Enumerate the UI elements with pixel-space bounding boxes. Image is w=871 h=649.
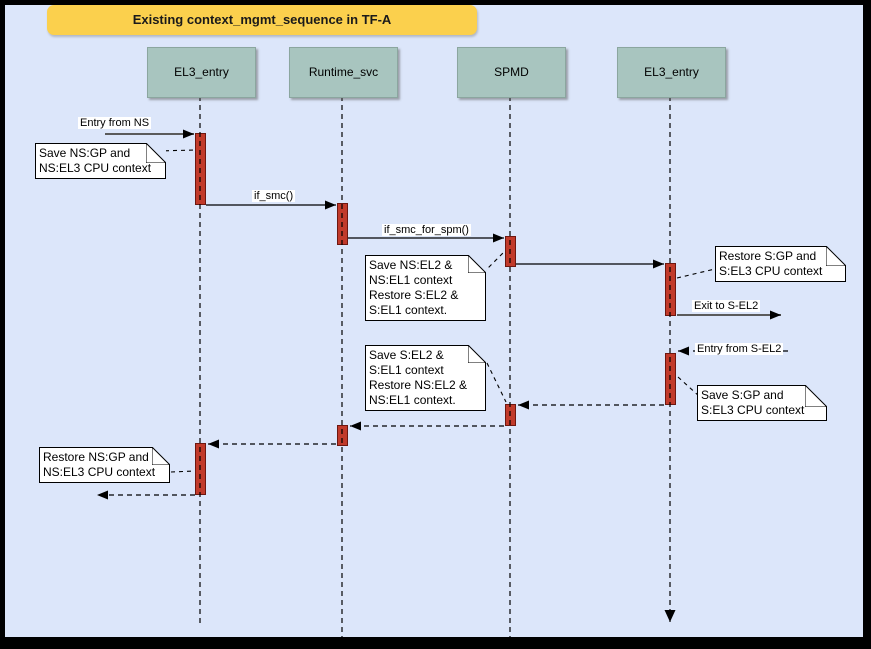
participant-el3-entry-right: EL3_entry (617, 47, 726, 98)
diagram-title: Existing context_mgmt_sequence in TF-A (47, 5, 477, 35)
message-label-entry-from-s-el2: Entry from S-EL2 (695, 343, 784, 355)
activation-bar (665, 353, 676, 405)
note-fold-icon (468, 345, 486, 363)
participant-label: SPMD (494, 65, 529, 79)
participant-label: EL3_entry (174, 65, 229, 79)
activation-bar (505, 236, 516, 267)
note-text: Save NS:GP and NS:EL3 CPU context (39, 146, 152, 175)
note-connector (170, 470, 196, 473)
participant-label: EL3_entry (644, 65, 699, 79)
note-text: Save S:EL2 & S:EL1 context Restore NS:EL… (369, 348, 468, 407)
participant-label: Runtime_svc (308, 65, 379, 79)
note-fold-icon (146, 143, 166, 163)
activation-bar (337, 425, 348, 446)
note-restore-ns-gp: Restore NS:GP and NS:EL3 CPU context (39, 447, 170, 483)
note-fold-icon (826, 246, 846, 266)
note-restore-s-gp: Restore S:GP and S:EL3 CPU context (715, 246, 846, 282)
note-save-s-gp: Save S:GP and S:EL3 CPU context (697, 385, 827, 421)
diagram-lines-layer (97, 96, 788, 637)
participant-runtime-svc: Runtime_svc (289, 47, 398, 98)
note-save-s-el2: Save S:EL2 & S:EL1 context Restore NS:EL… (365, 345, 486, 411)
participant-el3-entry-left: EL3_entry (147, 47, 256, 98)
activation-bar (665, 263, 676, 316)
note-text: Restore S:GP and S:EL3 CPU context (719, 249, 823, 278)
note-text: Save NS:EL2 & NS:EL1 context Restore S:E… (369, 258, 459, 317)
note-text: Save S:GP and S:EL3 CPU context (701, 388, 805, 417)
note-connector (677, 376, 700, 397)
message-label-if-smc: if_smc() (252, 190, 296, 202)
activation-bar (195, 443, 206, 495)
message-label-if-smc-for-spm: if_smc_for_spm() (382, 224, 471, 236)
activation-bar (337, 203, 348, 245)
note-connector (482, 250, 506, 274)
note-connector (676, 268, 716, 279)
diagram-canvas: Existing context_mgmt_sequence in TF-A E… (5, 5, 863, 637)
note-save-ns-el2: Save NS:EL2 & NS:EL1 context Restore S:E… (365, 255, 486, 321)
note-fold-icon (152, 447, 170, 465)
message-label-exit-to-s-el2: Exit to S-EL2 (692, 300, 761, 312)
note-save-ns-gp: Save NS:GP and NS:EL3 CPU context (35, 143, 166, 179)
activation-bar (195, 133, 206, 205)
note-fold-icon (468, 255, 486, 273)
message-label-entry-from-ns: Entry from NS (78, 117, 152, 129)
activation-bar (505, 404, 516, 426)
participant-spmd: SPMD (457, 47, 566, 98)
note-fold-icon (805, 385, 827, 407)
note-text: Restore NS:GP and NS:EL3 CPU context (43, 450, 156, 479)
note-connector (486, 362, 507, 403)
